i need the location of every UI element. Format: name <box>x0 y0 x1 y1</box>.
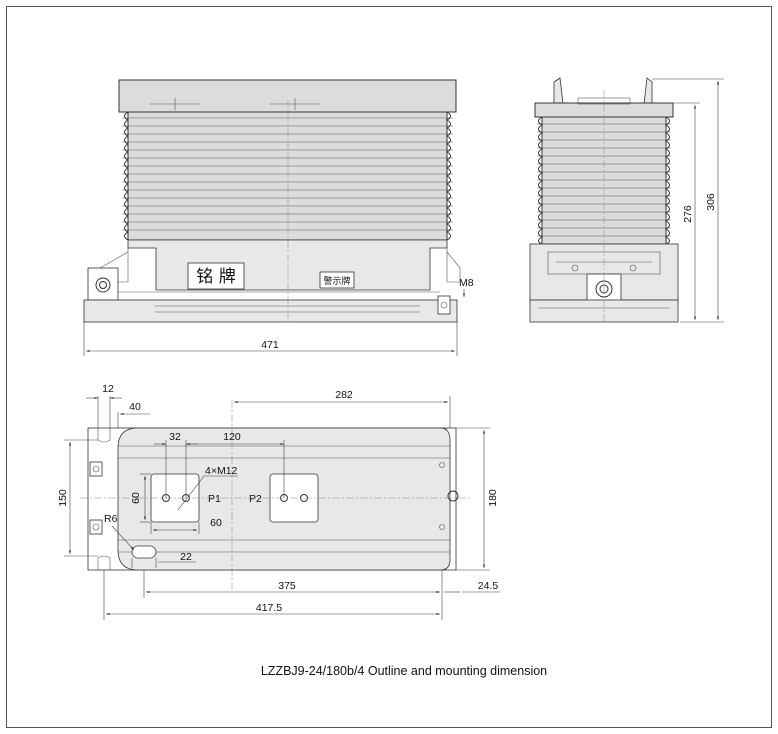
front-top-cap <box>118 79 457 113</box>
top-dim-150: 150 <box>57 489 69 507</box>
side-body-height-dim: 276 <box>682 205 694 223</box>
top-dim-282: 282 <box>335 389 353 401</box>
top-left-bracket <box>89 461 103 477</box>
top-dim-60-horizontal: 60 <box>210 517 222 529</box>
top-dim-32: 32 <box>169 431 181 443</box>
top-dim-120: 120 <box>223 431 241 443</box>
front-lower-housing <box>127 239 448 291</box>
nameplate-label: 铭 牌 <box>196 267 235 287</box>
top-ground-bolt-icon <box>447 490 459 502</box>
top-dim-40: 40 <box>129 401 141 413</box>
top-dim-12: 12 <box>102 383 114 395</box>
side-left-lug <box>553 77 564 105</box>
warning-plate-label: 警示牌 <box>323 275 350 287</box>
top-dim-24-5: 24.5 <box>478 580 499 592</box>
top-dim-417-5: 417.5 <box>256 602 282 614</box>
drawing-caption: LZZBJ9-24/180b/4 Outline and mounting di… <box>261 664 547 678</box>
top-dim-22: 22 <box>180 551 192 563</box>
ground-bolt <box>437 295 451 315</box>
front-ribs <box>122 117 453 231</box>
terminal-p1-label: P1 <box>208 493 221 505</box>
side-view: 276 306 <box>529 77 724 323</box>
top-mount-hole-icon <box>92 465 100 473</box>
front-ribbed-body <box>127 111 448 241</box>
top-view: P1 P2 12 40 282 32 120 4×M <box>57 383 500 620</box>
front-terminal-bolt-icon <box>95 277 111 293</box>
top-dim-60-vertical: 60 <box>130 492 142 504</box>
bolt-label: M8 <box>459 277 474 289</box>
top-dim-180: 180 <box>487 489 499 507</box>
ground-bolt-icon <box>440 301 448 309</box>
front-base-plate <box>83 299 458 323</box>
front-left-terminal <box>87 267 119 301</box>
side-total-height-dim: 306 <box>705 193 717 211</box>
front-view: 铭 牌 警示牌 M8 471 <box>83 79 474 356</box>
warning-plate-box <box>319 271 355 289</box>
hole-label: 4×M12 <box>205 465 238 477</box>
nameplate-box <box>187 262 245 290</box>
front-width-dim: 471 <box>261 339 279 351</box>
drawing-border <box>6 6 772 728</box>
top-dim-375: 375 <box>278 580 296 592</box>
top-radius-label: R6 <box>104 513 118 525</box>
mounting-slot <box>131 545 157 559</box>
side-right-lug <box>643 77 653 105</box>
terminal-p2-label: P2 <box>249 493 262 505</box>
